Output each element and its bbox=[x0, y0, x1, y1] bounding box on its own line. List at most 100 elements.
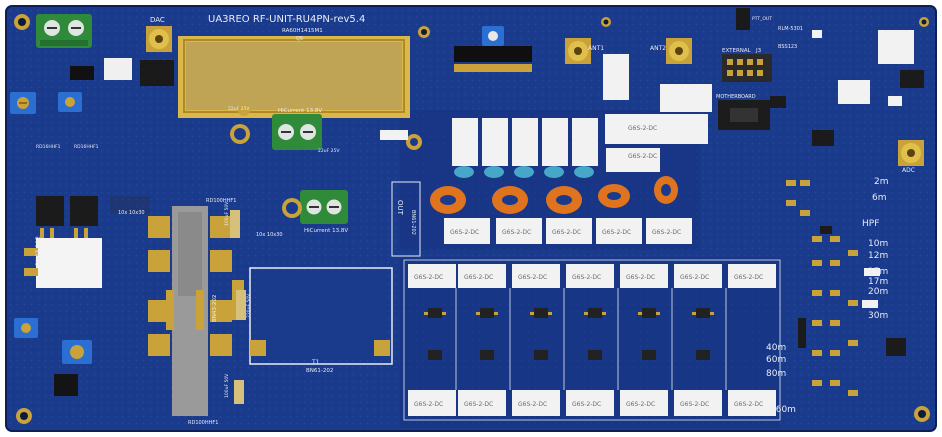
sma-ant2 bbox=[666, 38, 692, 64]
sma-adc bbox=[898, 140, 924, 166]
out-label: OUT bbox=[396, 200, 404, 216]
ant1-label: ANT1 bbox=[588, 45, 604, 52]
relay-label: G6S-2-DC bbox=[414, 401, 443, 408]
external-header bbox=[722, 54, 772, 82]
relay-label: G6S-2-DC bbox=[464, 274, 493, 281]
relay-label: G6S-2-DC bbox=[572, 401, 601, 408]
cap-val-3: 100uF 50V bbox=[224, 201, 230, 226]
power-terminal-top bbox=[36, 14, 92, 48]
band-label-12m: 12m bbox=[868, 251, 888, 261]
trimmer-left-bottom bbox=[62, 340, 92, 364]
external-ref: J3 bbox=[755, 48, 762, 54]
trimmer-left-mid bbox=[58, 92, 82, 112]
relay-label: G6S-2-DC bbox=[518, 401, 547, 408]
rlm-label: RLM-5301 bbox=[778, 26, 803, 32]
band-labels: 2m 6m 10m 12m 15m 17m 20m 30m 40m 60m 80… bbox=[766, 177, 889, 415]
toroids bbox=[430, 176, 678, 214]
rd-label-2: RD100HHF1 bbox=[188, 420, 218, 426]
sma-dac bbox=[146, 26, 172, 52]
lpf-section-frames bbox=[403, 259, 781, 421]
bss-label: BSS123 bbox=[778, 44, 797, 50]
transformer-bn43-left bbox=[24, 238, 102, 288]
relay-labels: G6S-2-DC G6S-2-DC G6S-2-DC G6S-2-DC G6S-… bbox=[414, 125, 763, 408]
lpf-bank-top-row bbox=[408, 264, 776, 288]
ant2-label: ANT2 bbox=[650, 45, 666, 52]
shield-label: RA60H1415M1 bbox=[282, 28, 323, 34]
band-label-15m: 15m bbox=[868, 267, 888, 277]
output-transformer bbox=[380, 130, 421, 257]
coil-label-1: 10x 10x30 bbox=[118, 210, 145, 216]
relay-label: G6S-2-DC bbox=[734, 274, 763, 281]
ra60-shield bbox=[178, 36, 410, 118]
transformer-left-label: BN43-202 bbox=[35, 236, 42, 266]
band-label-60m: 60m bbox=[766, 355, 786, 365]
cap-val-5: 100uF 50V bbox=[224, 373, 230, 398]
board-title: UA3REO RF-UNIT-RU4PN-rev5.4 bbox=[208, 14, 365, 25]
trimmer-top-mid bbox=[482, 26, 504, 46]
relay-label: G6S-2-DC bbox=[680, 274, 709, 281]
sma-ant1 bbox=[565, 38, 591, 64]
motherboard-header bbox=[718, 100, 770, 130]
lpf-relays-middle bbox=[444, 218, 692, 244]
t1-label: T1 bbox=[311, 359, 320, 366]
cap-val-2: 22uF 25V bbox=[318, 148, 340, 154]
lpf-relays-upper bbox=[452, 118, 660, 172]
transformer-mid-label: BN43-202 bbox=[212, 295, 218, 322]
cap-val-1: 22uF 25V bbox=[228, 106, 250, 112]
relay-label: G6S-2-DC bbox=[450, 229, 479, 236]
trimmer-left-bottom2 bbox=[14, 318, 38, 338]
rd-label-1: RD100HHF1 bbox=[206, 198, 236, 204]
relay-label: G6S-2-DC bbox=[680, 401, 709, 408]
dac-label: DAC bbox=[150, 16, 165, 24]
rd16-left bbox=[36, 196, 98, 238]
terminal-hicurrent-1 bbox=[272, 114, 322, 150]
shield-ref: Q5 bbox=[296, 36, 303, 42]
band-label-10m: 10m bbox=[868, 239, 888, 249]
relay-label: G6S-2-DC bbox=[626, 401, 655, 408]
band-label-30m: 30m bbox=[868, 311, 888, 321]
power-pads bbox=[148, 216, 390, 356]
adc-label: ADC bbox=[902, 167, 915, 174]
external-label: EXTERNAL bbox=[722, 48, 752, 54]
relay-label: G6S-2-DC bbox=[502, 229, 531, 236]
relay-label: G6S-2-DC bbox=[652, 229, 681, 236]
band-label-2m: 2m bbox=[874, 177, 889, 187]
coil-label-2: 10x 10x30 bbox=[256, 232, 283, 238]
band-label-80m: 80m bbox=[766, 369, 786, 379]
relay-label: G6S-2-DC bbox=[734, 401, 763, 408]
hicurrent-1-label: HiCurrent 13.8V bbox=[278, 108, 322, 114]
rd-label-4: RD16HHF1 bbox=[74, 144, 99, 150]
t1-part: BN61-202 bbox=[306, 368, 333, 374]
out-transformer-label: BN61-202 bbox=[410, 210, 416, 235]
rd-label-3: RD16HHF1 bbox=[36, 144, 61, 150]
relay-label: G6S-2-DC bbox=[572, 274, 601, 281]
relay-label: G6S-2-DC bbox=[414, 274, 443, 281]
hpf-label: HPF bbox=[862, 219, 879, 229]
relay-label: G6S-2-DC bbox=[626, 274, 655, 281]
relay-label: G6S-2-DC bbox=[464, 401, 493, 408]
relay-label: G6S-2-DC bbox=[602, 229, 631, 236]
band-label-160m: 160m bbox=[770, 405, 796, 415]
lpf-inductors bbox=[428, 308, 710, 360]
trimmer-left-top bbox=[10, 92, 36, 114]
relay-label: G6S-2-DC bbox=[628, 153, 657, 160]
relay-label: G6S-2-DC bbox=[552, 229, 581, 236]
ptt-out-label: PTT_OUT bbox=[752, 16, 772, 22]
terminal-hicurrent-2 bbox=[300, 190, 348, 224]
band-label-6m: 6m bbox=[872, 193, 887, 203]
lpf-bank-bottom-row bbox=[408, 390, 776, 416]
mounting-holes bbox=[14, 14, 930, 424]
transformer-t1 bbox=[249, 267, 393, 365]
relay-label: G6S-2-DC bbox=[518, 274, 547, 281]
motherboard-label: MOTHERBOARD bbox=[716, 94, 756, 100]
cap-val-4: 220uF 50V bbox=[246, 293, 252, 318]
hicurrent-2-label: HiCurrent 13.8V bbox=[304, 228, 348, 234]
band-label-40m: 40m bbox=[766, 343, 786, 353]
hpf-components bbox=[786, 180, 858, 396]
band-label-20m: 20m bbox=[868, 287, 888, 297]
teal-caps bbox=[454, 166, 594, 178]
relay-label: G6S-2-DC bbox=[628, 125, 657, 132]
